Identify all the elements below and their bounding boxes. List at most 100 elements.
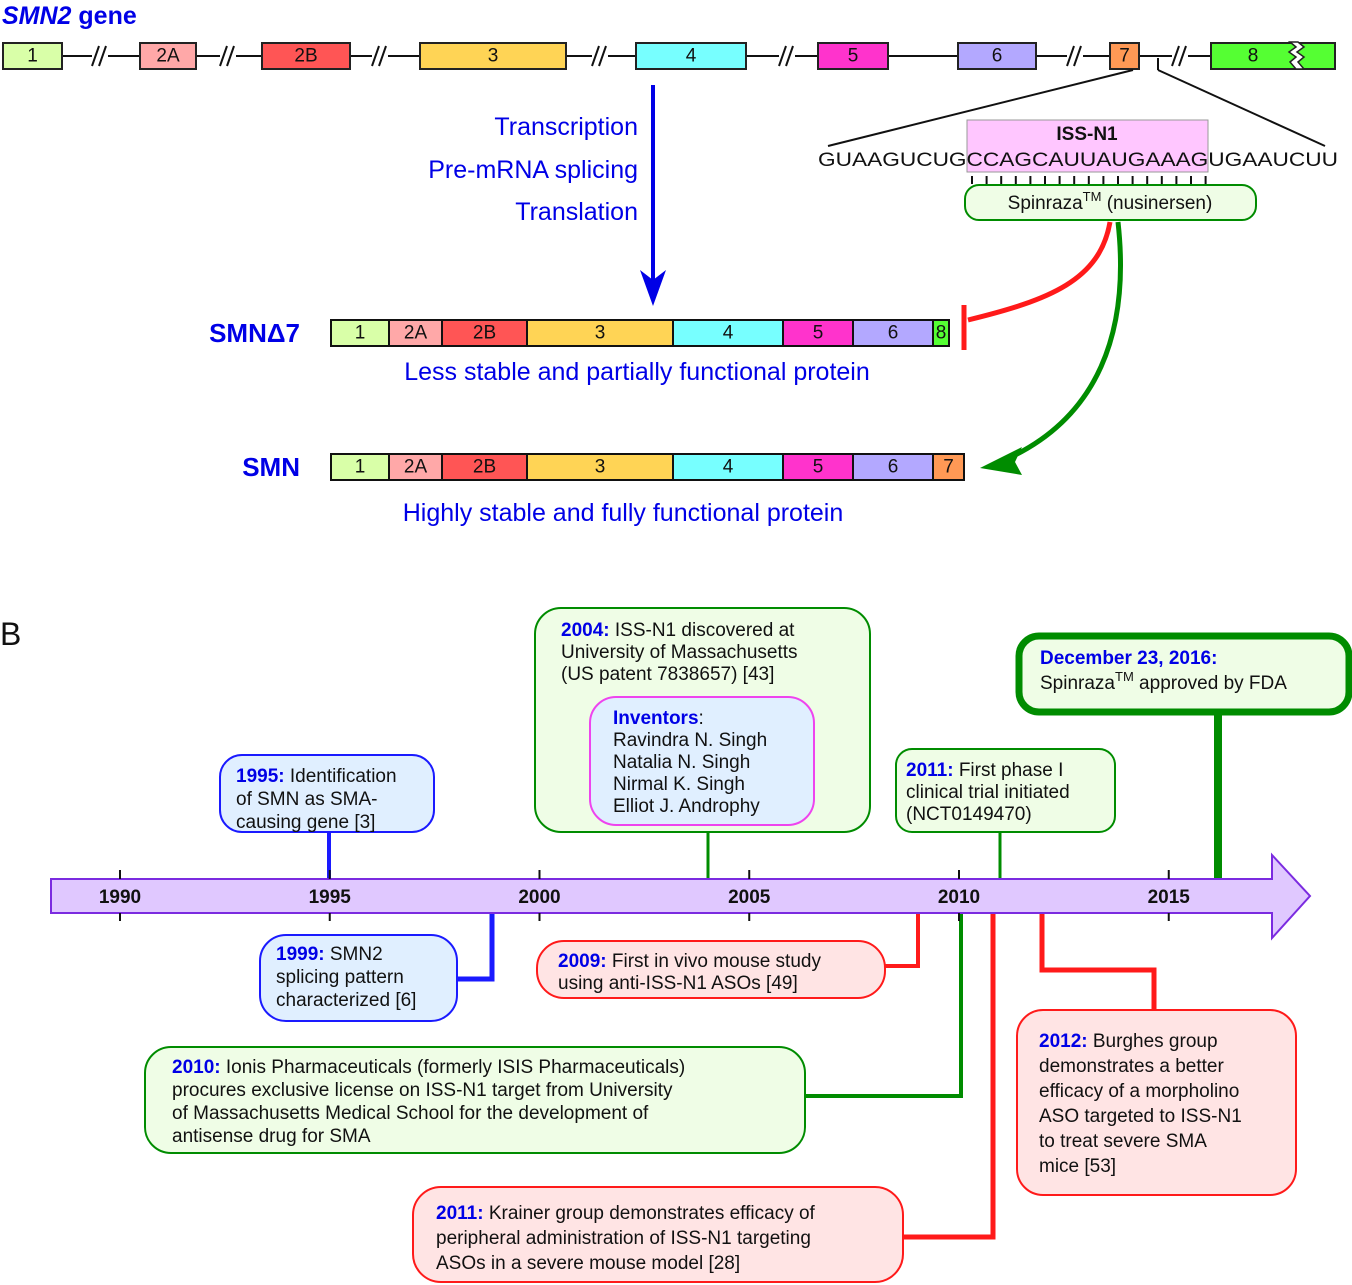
exon-label: 4 <box>723 457 734 478</box>
protein-exon-3: 3 <box>526 319 674 347</box>
intron-break-mark <box>91 45 108 67</box>
exon-label: 2B <box>473 457 496 478</box>
axis-tick-2015: 2015 <box>1148 870 1191 921</box>
axis-tick-label: 1990 <box>99 887 141 908</box>
protein-exon-5: 5 <box>782 453 854 481</box>
connector-2009 <box>884 914 920 968</box>
exon-label: 3 <box>595 323 606 344</box>
gene-exon-2b: 2B <box>261 42 351 70</box>
gene-exon-2a: 2A <box>139 42 197 70</box>
axis-tick-2000: 2000 <box>518 870 561 921</box>
intron-break-mark <box>778 45 795 67</box>
connector-1999 <box>456 914 495 982</box>
axis-tick-2005: 2005 <box>728 870 771 921</box>
exon-label: 2A <box>404 457 428 478</box>
spinraza-drug-box <box>964 184 1257 221</box>
iss-n1-region <box>966 119 1209 173</box>
exon-label: 8 <box>936 323 947 344</box>
protein-exon-4: 4 <box>672 453 784 481</box>
gene-track: 1 2A 2B 3 4 5 6 7 8 <box>2 41 1336 70</box>
exon-label: 6 <box>888 457 899 478</box>
panel-b-label: B <box>0 616 21 652</box>
panel-b: B 1990 1995 2000 2005 2010 2015 1995: Identif… <box>0 607 1352 1283</box>
exon-label: 3 <box>488 46 499 67</box>
protein-exon-3: 3 <box>526 453 674 481</box>
exon-label: 2A <box>404 323 428 344</box>
exon-label: 4 <box>686 46 697 67</box>
protein-bar-smn-delta7: 1 2A 2B 3 4 5 6 8 <box>330 319 950 347</box>
protein-desc-smn: Highly stable and fully functional prote… <box>403 499 844 527</box>
exon-label: 2B <box>294 46 317 67</box>
gene-exon-6: 6 <box>957 42 1037 70</box>
exon-label: 6 <box>992 46 1003 67</box>
exon-label: 7 <box>943 457 954 478</box>
intron-break-mark <box>591 45 608 67</box>
process-arrow <box>640 85 666 306</box>
promotion-arrow <box>999 221 1123 465</box>
gene-exon-8: 8 <box>1210 41 1336 70</box>
exon-label: 2A <box>156 46 180 67</box>
connector-2011-krainer <box>903 914 996 1240</box>
promotion-arrowhead <box>980 447 1022 475</box>
protein-exon-2a: 2A <box>388 453 443 481</box>
gene-exon-3: 3 <box>419 42 567 70</box>
axis-ticks: 1990 1995 2000 2005 2010 2015 <box>99 870 1190 921</box>
step-transcription: Transcription <box>494 113 638 141</box>
protein-exon-1: 1 <box>330 319 390 347</box>
axis-tick-2010: 2010 <box>938 870 980 921</box>
spinraza-drug-label: SpinrazaTM (nusinersen) <box>1008 189 1213 214</box>
intron-break-mark <box>1171 45 1188 67</box>
axis-tick-1995: 1995 <box>309 870 352 921</box>
protein-exon-8: 8 <box>932 319 950 347</box>
timeline-axis <box>50 852 1312 941</box>
event-2016: December 23, 2016:SpinrazaTM approved by… <box>1015 632 1352 716</box>
protein-exon-2b: 2B <box>441 319 528 347</box>
exon-label: 5 <box>813 457 824 478</box>
gene-exon-5: 5 <box>817 42 889 70</box>
gene-exon-7: 7 <box>1109 42 1140 70</box>
event-2011-krainer-text: 2011: Krainer group demonstrates efficac… <box>436 1203 816 1274</box>
exon-label: 4 <box>723 323 734 344</box>
protein-exon-6: 6 <box>852 319 934 347</box>
protein-desc-smn-delta7: Less stable and partially functional pro… <box>404 358 870 386</box>
inventors-box <box>589 696 815 826</box>
protein-exon-2a: 2A <box>388 319 443 347</box>
axis-tick-label: 1995 <box>309 887 352 908</box>
protein-exon-6: 6 <box>852 453 934 481</box>
axis-tick-label: 2015 <box>1148 887 1191 908</box>
exon-label: 3 <box>595 457 606 478</box>
connector-2012 <box>1039 914 1157 1010</box>
axis-tick-label: 2010 <box>938 887 980 908</box>
event-2010: 2010: Ionis Pharmaceuticals (formerly IS… <box>144 1046 806 1154</box>
protein-exon-5: 5 <box>782 319 854 347</box>
axis-tick-label: 2005 <box>728 887 771 908</box>
protein-exon-2b: 2B <box>441 453 528 481</box>
exon-label: 6 <box>888 323 899 344</box>
exon-label: 1 <box>27 46 38 67</box>
exon-label: 8 <box>1248 46 1259 67</box>
event-2016-text: December 23, 2016:SpinrazaTM approved by… <box>1040 648 1287 694</box>
base-pair-ticks <box>971 176 1207 184</box>
iss-n1-label: ISS-N1 <box>1056 124 1118 145</box>
exon-label: 1 <box>355 323 366 344</box>
step-splicing: Pre-mRNA splicing <box>428 156 638 184</box>
protein-exon-7: 7 <box>932 453 965 481</box>
protein-name-smn-delta7: SMNΔ7 <box>209 318 300 348</box>
exon-label: 5 <box>813 323 824 344</box>
zoom-line-right <box>1157 69 1326 147</box>
intron-break-mark <box>219 45 236 67</box>
